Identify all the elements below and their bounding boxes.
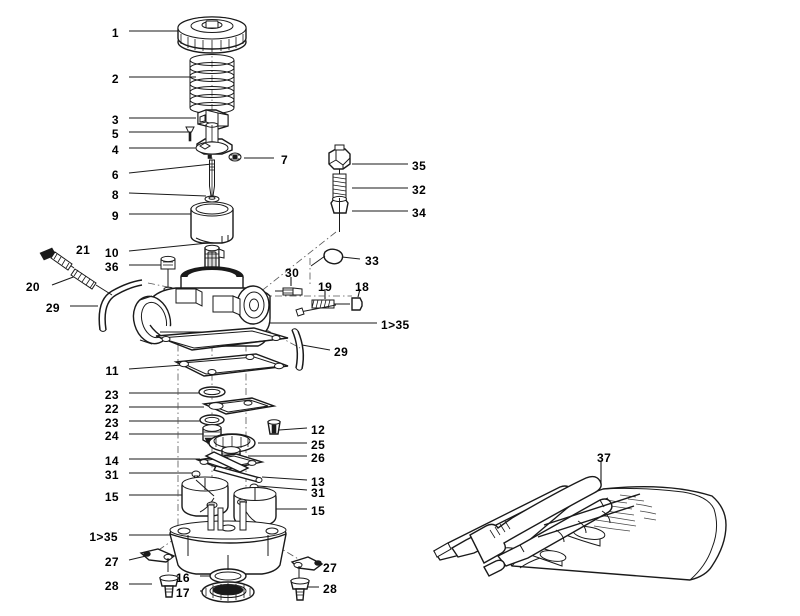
callout-1-to-35-left: 1>35	[89, 530, 118, 544]
part-25-main-jet	[208, 433, 256, 453]
callout-1-to-35-right: 1>35	[381, 318, 410, 332]
part-13-float-pin	[212, 465, 263, 483]
callout-22: 22	[104, 402, 119, 416]
callout-15-left: 15	[104, 490, 119, 504]
part-18-idle-adjust-screw	[295, 297, 363, 317]
callout-33: 33	[365, 254, 380, 268]
callout-26: 26	[311, 451, 326, 465]
callout-5: 5	[111, 127, 119, 141]
leader-lines-right	[244, 157, 602, 588]
part-8-washer	[204, 195, 220, 203]
callout-35: 35	[412, 159, 427, 173]
part-28-bowl-screw-right	[290, 577, 310, 601]
part-20-air-screw-spring	[70, 268, 113, 296]
part-17-bowl-drain-plug	[201, 581, 255, 603]
callout-14: 14	[104, 454, 119, 468]
callout-8: 8	[111, 188, 119, 202]
part-16-bowl-o-ring	[209, 555, 247, 584]
callout-19: 19	[318, 280, 333, 294]
callout-31-right: 31	[311, 486, 326, 500]
callout-13: 13	[311, 475, 326, 489]
part-29-vent-hose-left	[98, 279, 143, 332]
callout-28-left: 28	[104, 579, 119, 593]
callout-27-right: 27	[323, 561, 338, 575]
part-27-bowl-clip-left	[139, 548, 176, 572]
part-3-spring-seat-retainer	[197, 109, 229, 130]
callout-34: 34	[412, 206, 427, 220]
callout-31-left: 31	[104, 468, 119, 482]
part-21-air-mixture-screw	[39, 247, 75, 271]
callout-23-lower: 23	[104, 416, 119, 430]
float-bowl	[169, 501, 287, 575]
part-1-cable-adjuster-cap	[177, 16, 247, 54]
part-29-vent-hose-right	[291, 328, 305, 371]
callout-12: 12	[311, 423, 326, 437]
part-34-choke-plunger	[330, 195, 349, 232]
part-12-pilot-jet	[267, 419, 281, 435]
part-7-e-clip	[207, 152, 242, 162]
part-9-throttle-slide	[190, 201, 234, 244]
part-5-needle-clip-pin	[185, 126, 195, 142]
callout-25: 25	[311, 438, 326, 452]
callout-28-right: 28	[323, 582, 338, 596]
callout-2: 2	[111, 72, 119, 86]
part-32-choke-spring	[332, 169, 347, 199]
part-22-baffle-plate	[201, 397, 277, 415]
callout-30: 30	[285, 266, 300, 280]
callout-17: 17	[175, 586, 190, 600]
part-33-choke-knob	[310, 248, 344, 267]
part-6-jet-needle	[209, 159, 215, 197]
callout-1: 1	[111, 26, 119, 40]
part-35-choke-cap-nut	[328, 144, 351, 170]
callout-11: 11	[105, 364, 119, 378]
callout-37: 37	[597, 451, 612, 465]
callout-20: 20	[25, 280, 40, 294]
part-28-bowl-screw-left	[159, 574, 179, 598]
part-37-tool-kit-pouch	[433, 475, 727, 581]
part-23-o-ring-upper	[198, 386, 226, 398]
part-11-top-gasket	[173, 353, 289, 377]
part-4-needle-holder	[195, 122, 233, 155]
part-14-float-arm-bracket	[195, 451, 265, 473]
callout-36: 36	[104, 260, 119, 274]
callout-27-left: 27	[104, 555, 119, 569]
callout-18: 18	[355, 280, 370, 294]
callout-9: 9	[111, 209, 119, 223]
callout-23-upper: 23	[104, 388, 119, 402]
callout-29-right: 29	[334, 345, 349, 359]
callout-10: 10	[104, 246, 119, 260]
part-30-throttle-stop	[275, 287, 303, 296]
callout-21: 21	[76, 243, 91, 257]
part-2-throttle-return-spring	[189, 54, 235, 114]
callout-16: 16	[175, 571, 190, 585]
callout-7: 7	[281, 153, 289, 167]
callout-29-left: 29	[45, 301, 60, 315]
callout-6: 6	[111, 168, 119, 182]
callout-32: 32	[412, 183, 427, 197]
part-23-o-ring-lower	[199, 414, 225, 426]
part-27-bowl-clip-right	[290, 556, 324, 578]
callout-4: 4	[111, 143, 119, 157]
carburetor-bottom-flange	[155, 327, 289, 351]
callout-3: 3	[111, 113, 119, 127]
callout-15-right: 15	[311, 504, 326, 518]
callout-24: 24	[104, 429, 119, 443]
